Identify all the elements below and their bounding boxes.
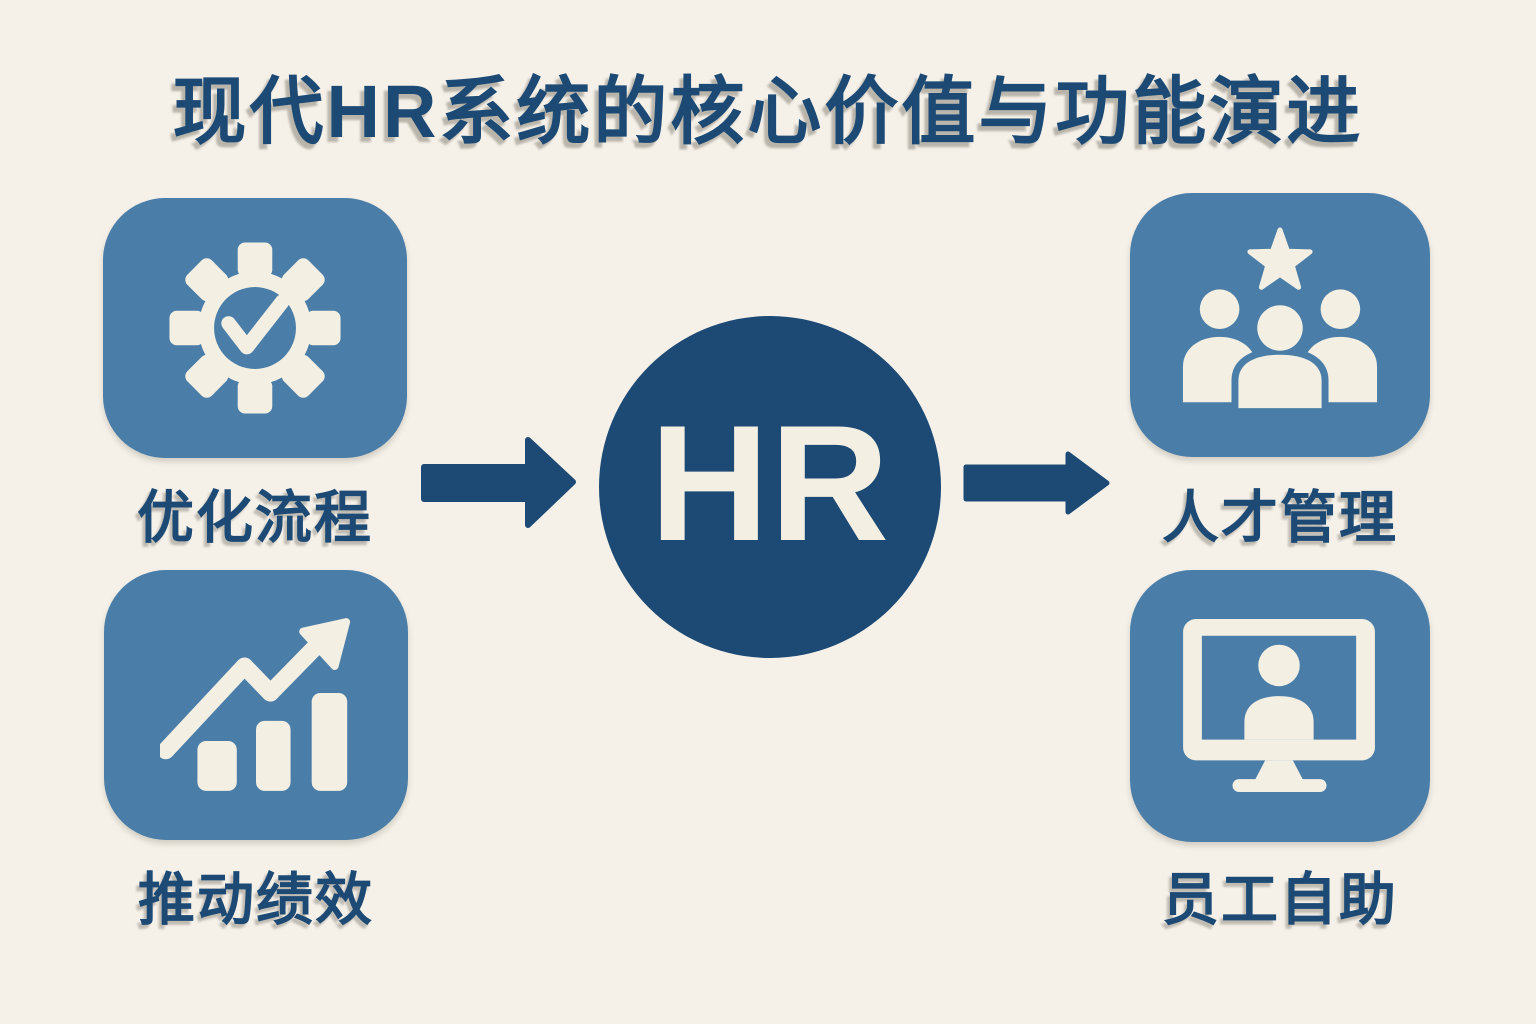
page-title: 现代HR系统的核心价值与功能演进 [172, 70, 1364, 153]
card-drive-performance-label: 推动绩效 [138, 868, 374, 932]
growth-chart-icon [160, 618, 351, 791]
card-optimize-process-label: 优化流程 [137, 486, 373, 550]
team-star-icon [1182, 227, 1378, 416]
card-employee-self-service-label: 员工自助 [1162, 868, 1398, 932]
monitor-user-icon [1183, 618, 1375, 793]
hr-hub-circle: HR [599, 316, 941, 658]
card-optimize-process [103, 198, 407, 458]
user-icon [1244, 644, 1314, 740]
hr-hub-label: HR [649, 390, 891, 575]
arrow-right-icon [963, 451, 1110, 515]
card-employee-self-service [1130, 570, 1430, 842]
card-talent-management-label: 人才管理 [1162, 486, 1398, 550]
star-icon [1247, 227, 1313, 290]
card-drive-performance [104, 570, 408, 840]
gear-check-icon [169, 242, 341, 414]
arrow-right-icon [421, 437, 576, 528]
card-talent-management [1130, 193, 1430, 457]
